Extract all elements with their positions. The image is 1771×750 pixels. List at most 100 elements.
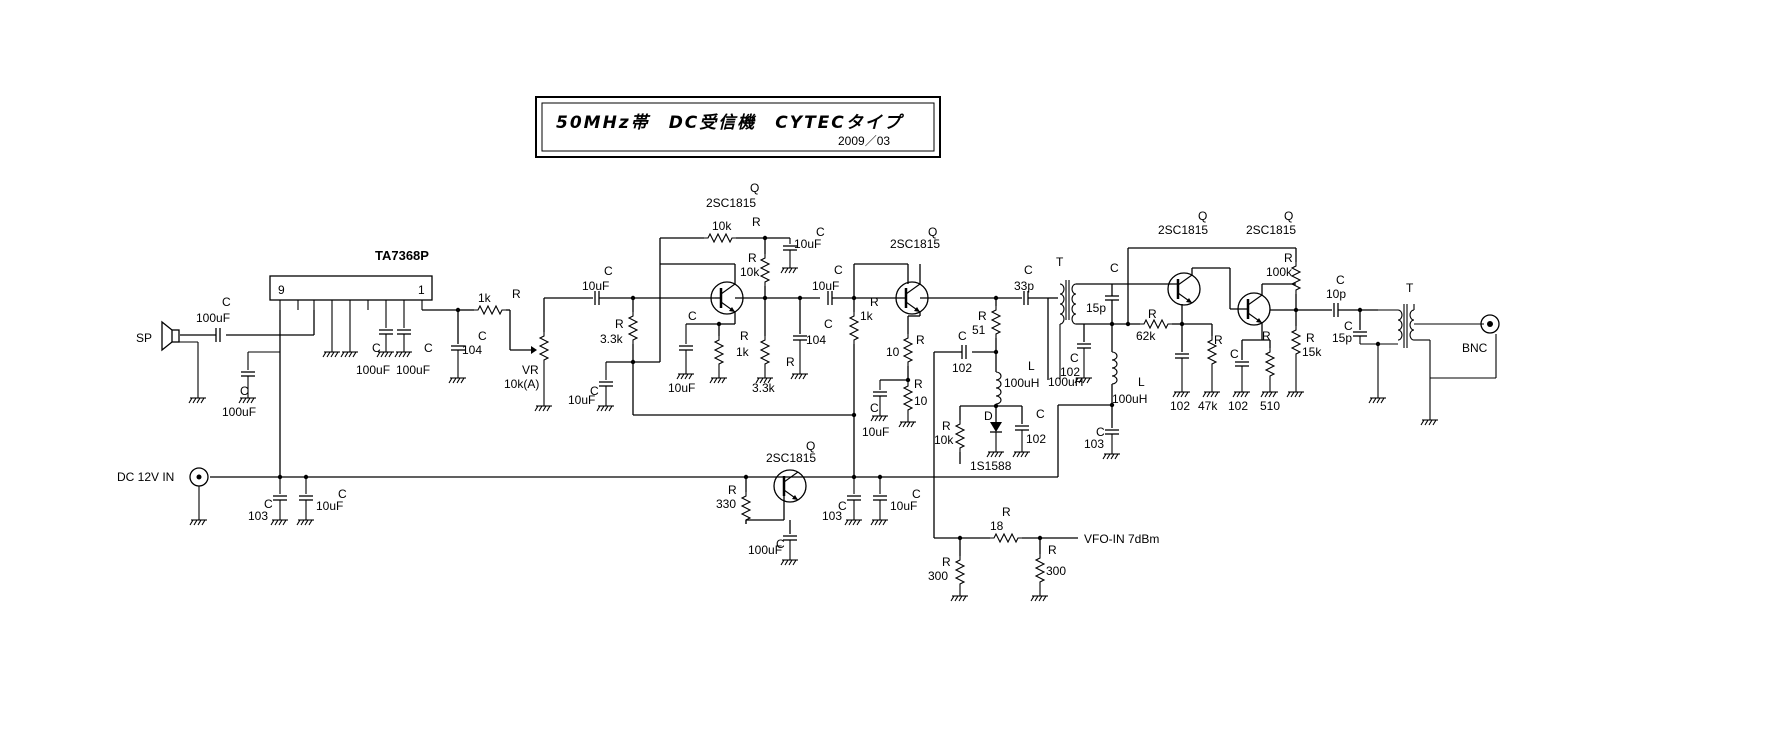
svg-text:C: C [838,499,847,513]
svg-text:Q: Q [806,439,815,453]
svg-text:15k: 15k [1302,345,1322,359]
svg-text:33p: 33p [1014,279,1034,293]
svg-text:102: 102 [1228,399,1248,413]
svg-text:100uH: 100uH [1004,376,1039,390]
svg-text:C: C [688,309,697,323]
svg-text:C: C [912,487,921,501]
svg-text:10: 10 [886,345,900,359]
svg-text:10k: 10k [712,219,732,233]
svg-text:1k: 1k [860,309,874,323]
svg-text:C: C [264,497,273,511]
vfo-input-label: VFO-IN 7dBm [1084,532,1159,546]
svg-text:47k: 47k [1198,399,1218,413]
svg-text:C: C [338,487,347,501]
svg-text:C: C [824,317,833,331]
svg-text:Q: Q [750,181,759,195]
svg-text:R: R [942,419,951,433]
svg-text:2SC1815: 2SC1815 [890,237,940,251]
title-block: 50MHz帯 DC受信機 CYTECタイプ 2009／03 [535,96,941,158]
svg-text:102: 102 [1060,365,1080,379]
transformer-t1: T [1056,255,1077,325]
svg-text:Q: Q [1284,209,1293,223]
svg-text:C: C [1070,351,1079,365]
svg-text:C: C [816,225,825,239]
svg-text:C: C [240,384,249,398]
svg-text:C: C [834,263,843,277]
svg-text:C: C [870,401,879,415]
svg-text:10uF: 10uF [862,425,889,439]
svg-text:62k: 62k [1136,329,1156,343]
svg-text:2SC1815: 2SC1815 [706,196,756,210]
svg-text:3.3k: 3.3k [600,332,624,346]
svg-text:R: R [615,317,624,331]
svg-text:C: C [478,329,487,343]
svg-text:10uF: 10uF [582,279,609,293]
power-rail [210,404,1112,478]
svg-text:C: C [1024,263,1033,277]
dc-input-jack: DC 12V IN [117,467,209,526]
svg-text:100uF: 100uF [396,363,430,377]
svg-text:100k: 100k [1266,265,1293,279]
svg-text:100uF: 100uF [748,543,782,557]
svg-text:C: C [1036,407,1045,421]
svg-text:2SC1815: 2SC1815 [766,451,816,465]
audio-amp-ic: TA7368P 9 1 [269,248,433,310]
svg-text:103: 103 [248,509,268,523]
svg-text:R: R [786,355,795,369]
svg-text:L: L [1028,359,1035,373]
svg-text:1k: 1k [736,345,750,359]
svg-text:10k: 10k [934,433,954,447]
svg-text:300: 300 [1046,564,1066,578]
svg-text:10uF: 10uF [316,499,343,513]
speaker-label: SP [136,331,152,345]
svg-text:300: 300 [928,569,948,583]
svg-text:10uF: 10uF [568,393,595,407]
svg-text:510: 510 [1260,399,1280,413]
svg-text:Q: Q [928,225,937,239]
volume-potentiometer: VR 10k(A) [504,298,553,412]
transformer-t2: T [1378,281,1415,348]
svg-text:10k(A): 10k(A) [504,377,539,391]
svg-text:C: C [222,295,231,309]
svg-text:R: R [1284,251,1293,265]
svg-text:C: C [372,341,381,355]
antenna-bnc-connector: BNC [1462,314,1500,355]
svg-text:51: 51 [972,323,986,337]
svg-text:2SC1815: 2SC1815 [1158,223,1208,237]
svg-text:C: C [604,264,613,278]
svg-text:102: 102 [1026,432,1046,446]
svg-text:102: 102 [952,361,972,375]
svg-text:C: C [958,329,967,343]
svg-text:100uH: 100uH [1112,392,1147,406]
ic-part-label: TA7368P [375,248,429,263]
svg-text:10uF: 10uF [668,381,695,395]
svg-text:10uF: 10uF [794,237,821,251]
speaker-icon: SP [136,320,207,404]
svg-text:10uF: 10uF [890,499,917,513]
svg-text:104: 104 [462,343,482,357]
svg-text:C: C [424,341,433,355]
svg-text:R: R [1214,333,1223,347]
svg-text:L: L [1138,375,1145,389]
svg-text:10p: 10p [1326,287,1346,301]
svg-text:R: R [512,287,521,301]
svg-text:103: 103 [1084,437,1104,451]
svg-text:T: T [1056,255,1064,269]
svg-text:3.3k: 3.3k [752,381,776,395]
svg-text:10k: 10k [740,265,760,279]
svg-text:10uF: 10uF [812,279,839,293]
svg-text:C: C [590,384,599,398]
svg-text:C: C [1344,319,1353,333]
svg-text:C: C [776,537,785,551]
svg-text:15p: 15p [1332,331,1352,345]
svg-text:R: R [870,295,879,309]
svg-text:Q: Q [1198,209,1207,223]
svg-text:103: 103 [822,509,842,523]
svg-text:T: T [1406,281,1414,295]
svg-text:C: C [1096,425,1105,439]
svg-text:R: R [1002,505,1011,519]
svg-text:1k: 1k [478,291,492,305]
svg-text:100uF: 100uF [222,405,256,419]
svg-text:C: C [1230,347,1239,361]
svg-text:18: 18 [990,519,1004,533]
